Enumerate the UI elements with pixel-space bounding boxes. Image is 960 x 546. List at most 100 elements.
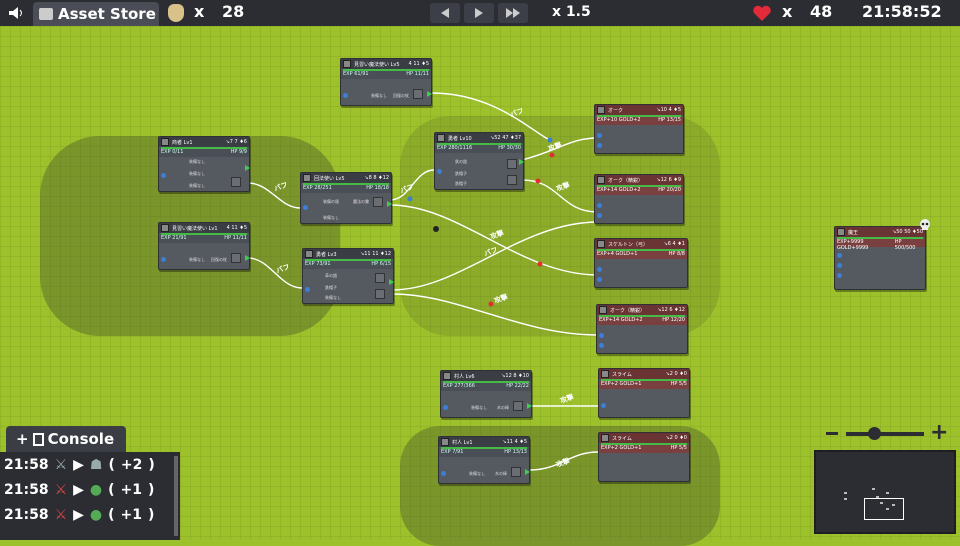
- hero-stats: ↘11 11 ♦12: [360, 251, 391, 257]
- output-port[interactable]: [519, 159, 524, 165]
- log-time: 21:58: [4, 456, 49, 473]
- slot-label: 装備なし: [189, 257, 205, 262]
- hero-stats: 4 11 ♦5: [226, 225, 247, 231]
- log-reward: +1: [120, 506, 143, 523]
- asset-store-tab[interactable]: Asset Store: [33, 2, 159, 26]
- equipment-slot[interactable]: [373, 197, 383, 207]
- enemy-stats: ↘12 6 ♦9: [656, 177, 681, 183]
- log-time: 21:58: [4, 481, 49, 498]
- output-port[interactable]: [427, 91, 432, 97]
- input-port[interactable]: [597, 143, 602, 148]
- output-port[interactable]: [527, 403, 532, 409]
- output-port[interactable]: [245, 165, 250, 171]
- input-port[interactable]: [597, 213, 602, 218]
- equipment-slot[interactable]: [375, 273, 385, 283]
- play-back-icon: [441, 8, 449, 18]
- equipment-slot[interactable]: [231, 253, 241, 263]
- zoom-out-button[interactable]: [826, 432, 838, 435]
- equipment-slot[interactable]: [507, 159, 517, 169]
- hero-portrait-icon: [161, 224, 169, 232]
- equipment-slot[interactable]: [413, 89, 423, 99]
- gold-bag-icon: [168, 4, 184, 22]
- input-port[interactable]: [441, 471, 446, 476]
- enemy-reward: EXP+4 GOLD+1: [597, 251, 638, 257]
- input-port[interactable]: [597, 277, 602, 282]
- plus-icon: +: [16, 430, 29, 448]
- rewind-button[interactable]: [430, 3, 460, 23]
- store-icon: [39, 8, 53, 20]
- output-port[interactable]: [525, 469, 530, 475]
- hero-hp: HP 11/11: [406, 71, 429, 77]
- equipment-slot[interactable]: [511, 467, 521, 477]
- input-port[interactable]: [161, 173, 166, 178]
- input-port[interactable]: [303, 205, 308, 210]
- zoom-slider-handle[interactable]: [868, 427, 881, 440]
- input-port[interactable]: [597, 267, 602, 272]
- equipment-slot[interactable]: [231, 177, 241, 187]
- enemy-reward: EXP+14 GOLD+2: [597, 187, 641, 193]
- enemy-stats: ↘2 0 ♦0: [665, 435, 687, 441]
- enemy-portrait-icon: [597, 240, 605, 248]
- enemy-name: オーク（精鋭）: [608, 177, 644, 184]
- enemy-hp: HP 5/5: [670, 381, 687, 387]
- zoom-in-button[interactable]: +: [930, 420, 949, 445]
- fast-forward-button[interactable]: [498, 3, 528, 23]
- hero-exp: EXP 73/91: [305, 261, 331, 267]
- input-port[interactable]: [601, 403, 606, 408]
- input-port[interactable]: [305, 287, 310, 292]
- hero-name: 見習い魔法使い Lv1: [172, 225, 218, 232]
- input-port[interactable]: [443, 405, 448, 410]
- input-port[interactable]: [599, 333, 604, 338]
- equipment-slot[interactable]: [507, 175, 517, 185]
- input-port[interactable]: [837, 253, 842, 258]
- output-port[interactable]: [387, 201, 392, 207]
- enemy-hp: HP 12/20: [662, 317, 685, 323]
- input-port[interactable]: [437, 169, 442, 174]
- slot-label: 鉄帽子: [455, 171, 467, 176]
- input-port[interactable]: [837, 263, 842, 268]
- equipment-slot[interactable]: [513, 401, 523, 411]
- input-port[interactable]: [161, 257, 166, 262]
- hero-name: 勇者 Lv10: [448, 135, 472, 142]
- console-scrollbar[interactable]: [174, 456, 178, 536]
- hero-hp: HP 18/18: [366, 185, 389, 191]
- zoom-slider-track[interactable]: [846, 432, 924, 436]
- sword-icon: ⚔: [54, 481, 68, 498]
- lives-x: x: [782, 2, 793, 21]
- input-port[interactable]: [343, 93, 348, 98]
- equipment-slot[interactable]: [375, 289, 385, 299]
- minimap[interactable]: [814, 450, 956, 534]
- output-port[interactable]: [389, 279, 394, 285]
- input-port[interactable]: [599, 343, 604, 348]
- enemy-hp: HP 500/500: [894, 239, 916, 251]
- sound-toggle-button[interactable]: [4, 3, 28, 23]
- play-button[interactable]: [464, 3, 494, 23]
- sword-icon: ⚔: [54, 456, 68, 473]
- enemy-name: 魔王: [848, 229, 859, 236]
- output-port[interactable]: [245, 255, 250, 261]
- input-port[interactable]: [597, 133, 602, 138]
- minimap-viewport[interactable]: [864, 498, 904, 520]
- enemy-stats: ↘10 4 ♦5: [656, 107, 681, 113]
- input-port[interactable]: [597, 203, 602, 208]
- input-port[interactable]: [837, 273, 842, 278]
- hero-portrait-icon: [441, 438, 449, 446]
- lives-count: 48: [810, 2, 833, 21]
- console-tab[interactable]: + Console: [6, 426, 126, 452]
- hero-name: 見習い魔法使い Lv5: [354, 61, 400, 68]
